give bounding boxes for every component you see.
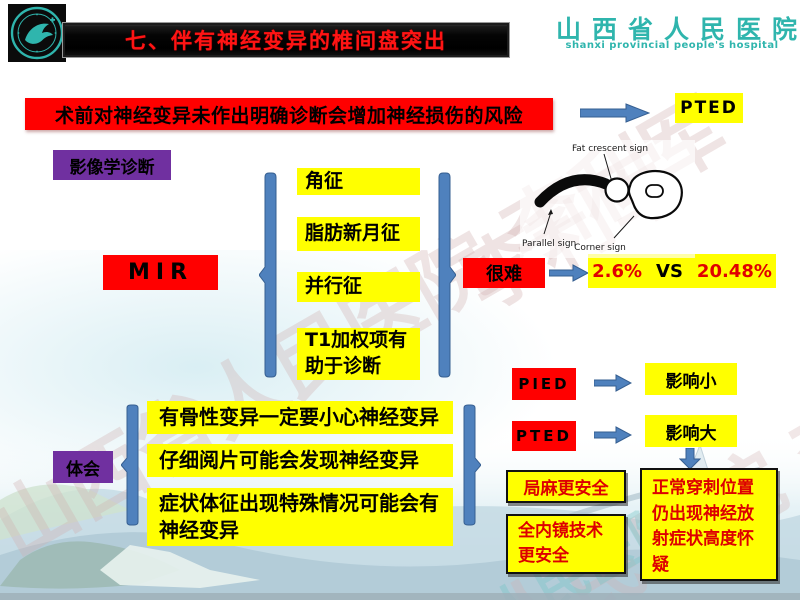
experience-label: 体会 (53, 451, 113, 483)
conclusion-box: 正常穿刺位置仍出现神经放射症状高度怀疑 (640, 468, 778, 581)
nerve-signs-diagram: Fat crescent sign Parallel sign Corner s… (520, 140, 695, 258)
hospital-name-cn: 山西省人民医院 (556, 15, 800, 44)
sign-item: 脂肪新月征 (297, 217, 420, 251)
left-bracket-shape (121, 404, 139, 526)
fat-crescent-label: Fat crescent sign (572, 144, 648, 154)
pted-box: PTED (512, 421, 576, 451)
right-bracket-shape (438, 172, 456, 378)
pied-box: PIED (512, 368, 576, 400)
statistics-comparison-box: 2.6% VS 20.48% (588, 254, 776, 288)
slide-title: 七、伴有神经变异的椎间盘突出 (62, 22, 510, 58)
hospital-logo-icon (8, 4, 66, 62)
parallel-sign-label: Parallel sign (522, 239, 576, 249)
pted-box: PTED (675, 93, 743, 123)
sign-item: 并行征 (297, 272, 420, 302)
arrow-right-icon (549, 264, 589, 282)
stat-right: 20.48% (696, 260, 772, 282)
experience-point: 症状体征出现特殊情况可能会有神经变异 (147, 488, 453, 546)
arrow-right-icon (580, 103, 650, 123)
arrow-down-icon (679, 448, 701, 470)
stat-left: 2.6% (592, 260, 643, 282)
hospital-name-en: shanxi provincial people's hospital (565, 40, 779, 51)
corner-sign-label: Corner sign (574, 243, 626, 253)
mir-box: MIR (103, 255, 218, 290)
risk-statement-banner: 术前对神经变异未作出明确诊断会增加神经损伤的风险 (25, 98, 553, 130)
sign-item: 角征 (297, 168, 420, 195)
effect-big-box: 影响大 (645, 415, 737, 447)
left-bracket-shape (259, 172, 277, 378)
safety-box-endoscopy: 全内镜技术更安全 (506, 514, 626, 574)
effect-small-box: 影响小 (645, 363, 737, 395)
experience-point: 有骨性变异一定要小心神经变异 (147, 401, 453, 434)
sign-item: T1加权项有助于诊断 (297, 328, 420, 380)
right-bracket-shape (463, 404, 481, 526)
safety-box-local-anesthesia: 局麻更安全 (506, 470, 626, 503)
arrow-right-icon (594, 426, 632, 444)
arrow-right-icon (594, 374, 632, 392)
experience-point: 仔细阅片可能会发现神经变异 (147, 444, 453, 477)
stat-vs: VS (656, 260, 683, 282)
difficulty-box: 很难 (463, 258, 545, 288)
imaging-diagnosis-label: 影像学诊断 (53, 150, 171, 180)
